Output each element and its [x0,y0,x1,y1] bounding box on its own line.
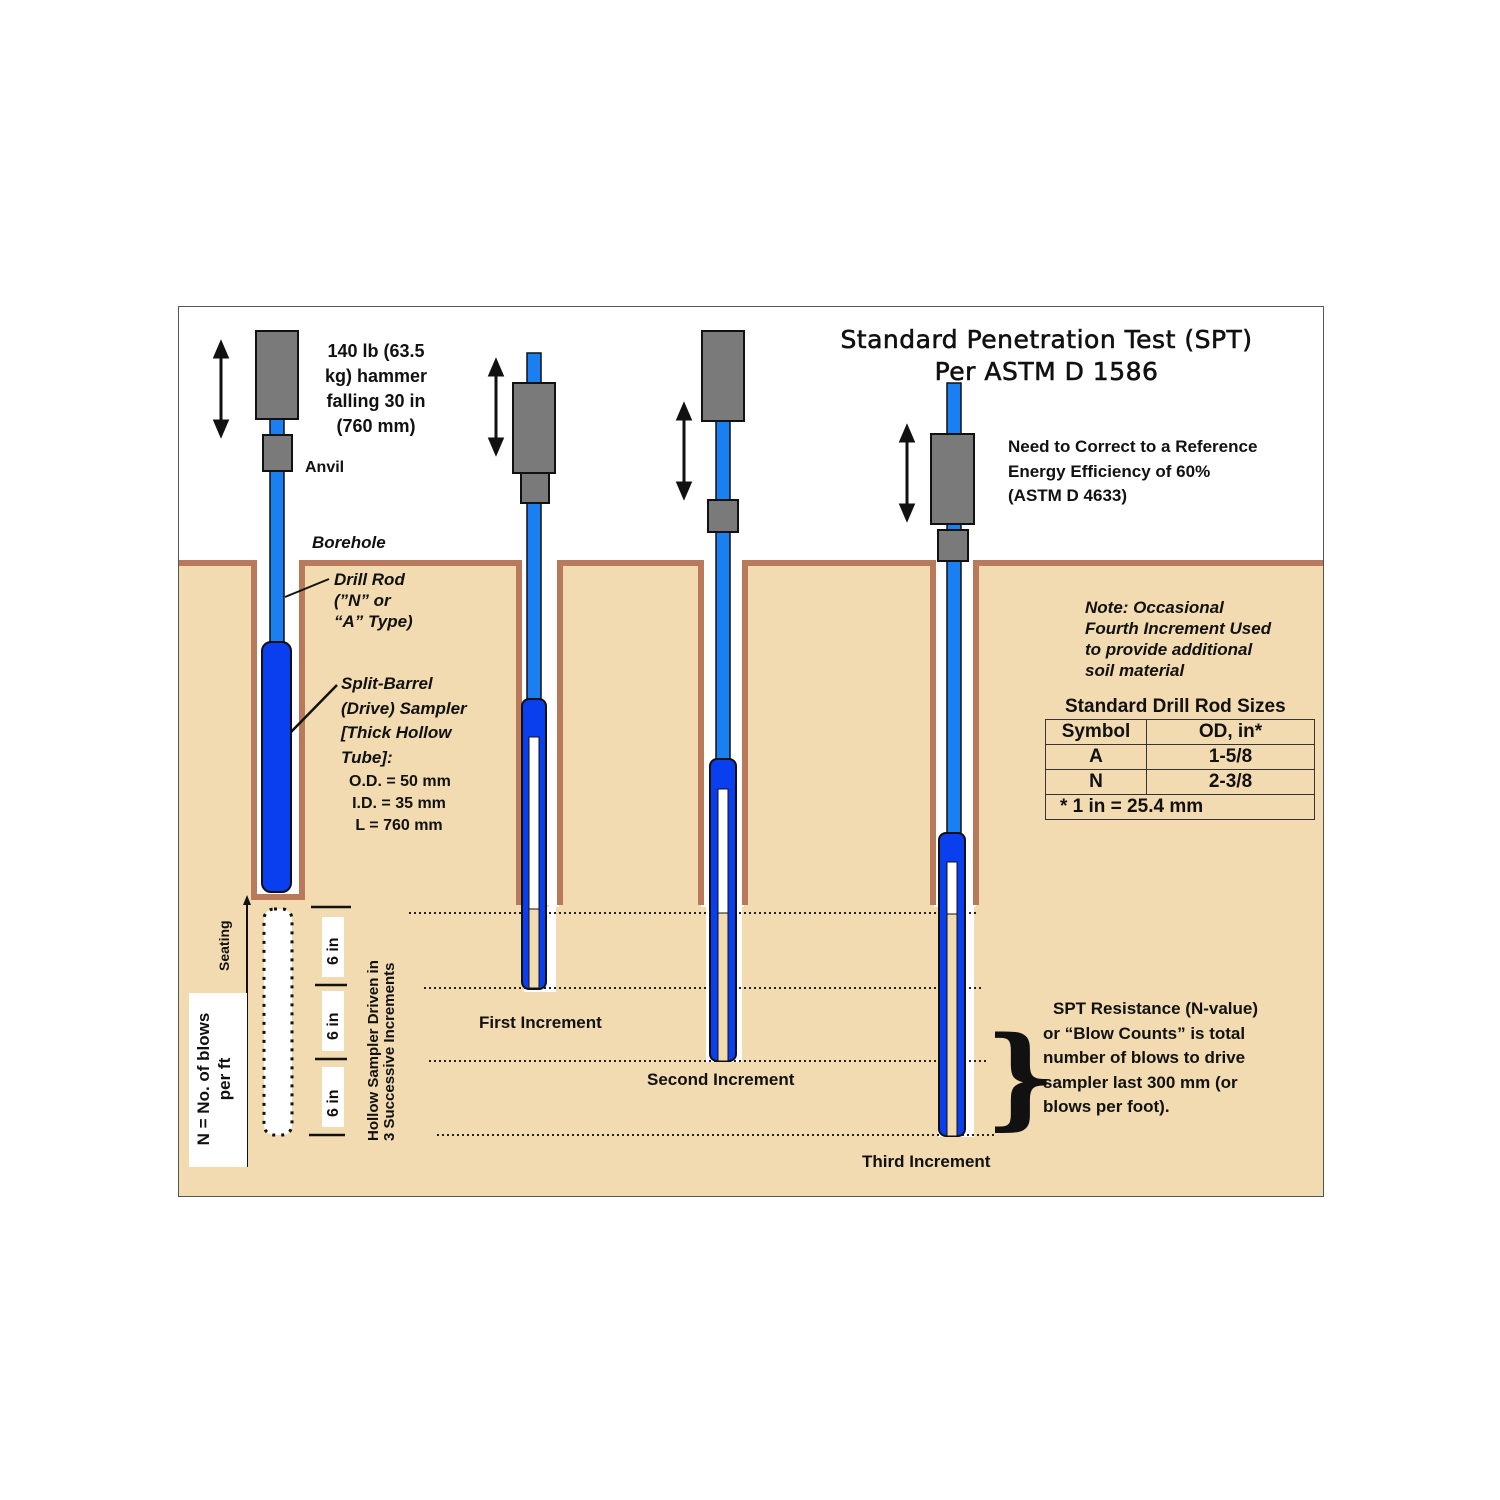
n-label: N = No. of blows per ft [194,1012,234,1146]
hollow-sampler-label: Hollow Sampler Driven in 3 Successive In… [365,960,398,1141]
curly-brace-icon: } [985,1012,1056,1141]
rig-third-increment [930,382,975,1137]
rig-second-increment [701,330,745,1062]
drop-arrows [212,339,916,523]
diagram-title: Standard Penetration Test (SPT) Per ASTM… [829,325,1264,387]
six-in-box [322,991,344,1051]
six-in-label: 6 in [325,1089,342,1117]
fourth-increment-note: Note: Occasional Fourth Increment Used t… [1085,598,1272,680]
sampler-label: Split-Barrel (Drive) Sampler [Thick Holl… [341,674,467,767]
table-header-row: Symbol OD, in* [1045,719,1315,745]
dashed-sampler-outline [262,907,294,1137]
sampler-void [946,861,958,915]
rod-size-table: Symbol OD, in* A 1-5/8 N 2-3/8 * 1 in = … [1045,719,1315,820]
sampler-specs: O.D. = 50 mm I.D. = 35 mm L = 760 mm [349,773,451,834]
borehole-wall [557,560,704,905]
sampler-leader [290,684,338,733]
six-in-box [322,917,344,977]
third-increment-label: Third Increment [862,1152,991,1171]
table-cell: 2-3/8 [1146,769,1315,795]
drill-rod-leader [284,578,330,598]
borehole-walls [179,560,1323,905]
drill-rod [715,416,731,768]
double-arrow-icon [898,423,916,523]
double-arrow-icon [675,401,693,501]
soil-block [249,897,549,1196]
borehole-wall [742,560,936,905]
table-footnote-row: * 1 in = 25.4 mm [1045,794,1315,820]
hammer [930,433,975,525]
seating-label: Seating [216,920,232,971]
first-increment-label: First Increment [479,1013,602,1032]
table-footnote: * 1 in = 25.4 mm [1045,794,1315,820]
energy-note: Need to Correct to a Reference Energy Ef… [1008,437,1258,505]
anvil [262,434,293,472]
six-in-label: 6 in [325,1012,342,1040]
table-cell: A [1045,744,1147,770]
borehole-wall [179,560,522,905]
anvil [707,499,739,533]
increment-scale [189,895,351,1167]
soil-core [717,912,729,1062]
table-header-cell: Symbol [1045,719,1147,745]
double-arrow-icon [212,339,230,439]
title-line-2: Per ASTM D 1586 [934,357,1159,387]
rod-table-title: Standard Drill Rod Sizes [1065,696,1286,717]
spt-diagram: } Standard Penetration Test (SPT) Per AS… [178,306,1324,1197]
soil-layer [179,561,1323,1196]
borehole-wall [973,560,1323,905]
sampler-void [528,736,540,910]
table-row: A 1-5/8 [1045,744,1315,770]
drill-rod-label: Drill Rod (”N” or “A” Type) [334,570,413,631]
table-cell: 1-5/8 [1146,744,1315,770]
six-in-label: 6 in [325,937,342,965]
resistance-note: SPT Resistance (N-value) or “Blow Counts… [1043,999,1259,1116]
anvil [937,529,969,562]
six-in-box [322,1067,344,1127]
hammer [512,382,556,474]
double-arrow-icon [487,357,505,457]
table-header-cell: OD, in* [1146,719,1315,745]
table-cell: N [1045,769,1147,795]
title-line-1: Standard Penetration Test (SPT) [840,325,1253,355]
borehole-label: Borehole [312,533,386,552]
soil-block [976,561,1323,1196]
second-increment-label: Second Increment [647,1070,795,1089]
anvil-label: Anvil [305,459,345,476]
rig-initial [255,330,338,893]
sampler-void [717,788,729,914]
split-barrel-sampler [261,641,292,893]
n-label-box [189,993,247,1167]
diagram-art: } [179,330,1323,1196]
increment-lines [409,912,997,1136]
table-row: N 2-3/8 [1045,769,1315,795]
soil-core [528,908,540,989]
soil-core [946,913,958,1137]
hammer [255,330,299,420]
hammer [701,330,745,422]
anvil [520,472,550,504]
hammer-label: 140 lb (63.5 kg) hammer falling 30 in (7… [324,341,428,436]
rig-first-increment [512,352,556,990]
